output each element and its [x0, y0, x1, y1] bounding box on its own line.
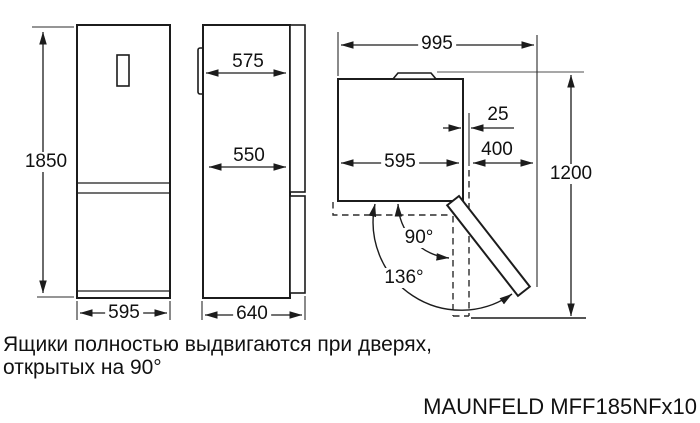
top-depth-1200-label: 1200 [546, 164, 596, 184]
side-view [197, 24, 306, 320]
side-depth-550-label: 550 [233, 145, 265, 166]
top-clearance-25-label: 25 [487, 104, 509, 125]
top-view-outline [337, 78, 464, 202]
door-angle-90-label: 90° [401, 228, 437, 248]
top-door-400-label: 400 [481, 139, 513, 160]
arc-136-degrees [368, 203, 513, 311]
side-lower-door-panel [289, 195, 306, 294]
front-view [32, 24, 171, 320]
closed-door-dashed-outline [332, 202, 451, 216]
note-line-2: открытых на 90° [3, 356, 162, 379]
top-width-995-label: 995 [418, 34, 456, 54]
front-width-dim-label: 595 [105, 303, 143, 323]
top-body-595-label: 595 [381, 152, 419, 172]
door-angle-136-label: 136° [381, 268, 427, 288]
top-view [332, 32, 586, 319]
door-handle [116, 54, 130, 87]
side-upper-door-panel [289, 24, 306, 193]
side-depth-575-label: 575 [232, 51, 264, 72]
side-depth-640-label: 640 [233, 304, 271, 324]
front-height-dim-label: 1850 [21, 152, 71, 172]
model-name: MAUNFELD MFF185NFx10 [423, 394, 697, 419]
open-door-shape [445, 194, 532, 298]
note-line-1: Ящики полностью выдвигаются при дверях, [3, 333, 432, 356]
hinge-cover-bump [391, 72, 438, 80]
